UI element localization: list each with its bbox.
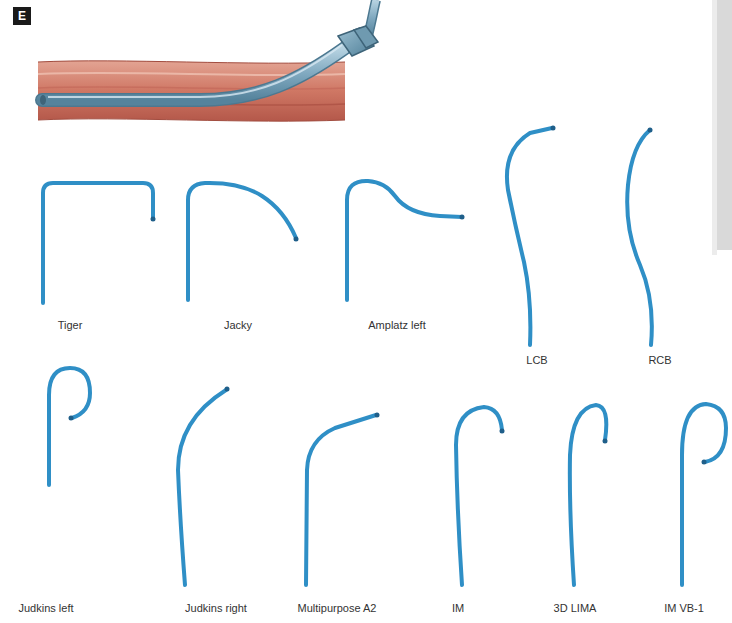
- 3d-lima-catheter: [570, 405, 606, 585]
- catheter-name: Judkins left: [18, 602, 73, 614]
- judkins-right-catheter: [178, 390, 226, 585]
- catheter-name: IM VB-1: [664, 602, 704, 614]
- neighbour-panel: [717, 0, 732, 250]
- jacky-catheter: [188, 183, 296, 300]
- catheter-shapes: [43, 128, 726, 585]
- neighbour-panel-edge: [712, 0, 717, 255]
- panel-letter: E: [13, 7, 31, 25]
- catheter-name: RCB: [648, 354, 671, 366]
- sheath: [40, 0, 378, 105]
- lcb-catheter: [507, 128, 552, 345]
- im-catheter: [456, 407, 502, 585]
- catheter-name: Judkins right: [185, 602, 247, 614]
- catheter-name: IM: [452, 602, 464, 614]
- im-vb1-catheter: [682, 404, 726, 585]
- catheter-name: 3D LIMA: [554, 602, 597, 614]
- multipurpose-a2-catheter: [306, 415, 376, 585]
- amplatz-left-catheter: [347, 181, 462, 300]
- catheter-name: Jacky: [224, 319, 252, 331]
- catheter-name: Multipurpose A2: [298, 602, 377, 614]
- tiger-catheter: [43, 183, 153, 303]
- catheter-name: Amplatz left: [368, 319, 425, 331]
- catheter-tips: [69, 126, 707, 465]
- rcb-catheter: [627, 130, 652, 345]
- catheter-name: LCB: [526, 354, 547, 366]
- catheter-name: Tiger: [58, 319, 83, 331]
- judkins-left-catheter: [49, 368, 90, 485]
